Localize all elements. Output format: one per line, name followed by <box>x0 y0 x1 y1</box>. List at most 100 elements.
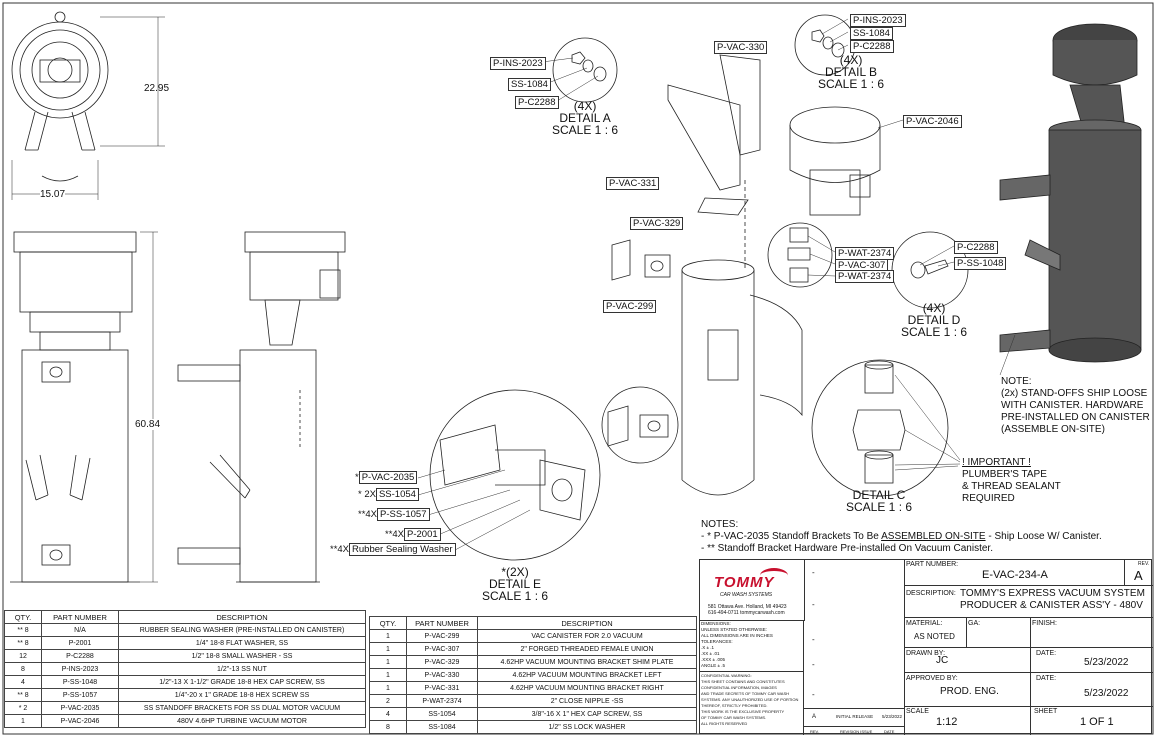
logo-swoosh-icon <box>760 568 788 583</box>
exploded-motor <box>789 106 881 216</box>
note-right: NOTE: (2x) STAND-OFFS SHIP LOOSE WITH CA… <box>1001 376 1150 436</box>
bom-cell: 4.62HP VACUUM MOUNTING BRACKET LEFT <box>477 668 697 682</box>
finish-label: FINISH: <box>1032 620 1057 627</box>
part-number-label: PART NUMBER: <box>906 561 959 568</box>
important-line: PLUMBER'S TAPE <box>962 469 1047 480</box>
bom-cell: * 2 <box>4 701 42 715</box>
warning-line: CONFIDENTIAL INFORMATION, IMAGES <box>701 685 777 690</box>
rev-value: A <box>1134 568 1143 583</box>
notes-line-1: - * P-VAC-2035 Standoff Brackets To Be A… <box>701 531 1102 543</box>
notes-line-1-a: - * P-VAC-2035 Standoff Brackets To Be <box>701 531 882 542</box>
warning-line: OF TOMMY CAR WASH SYSTEMS. <box>701 715 767 720</box>
bom-header-row: QTY. PART NUMBER DESCRIPTION <box>4 610 366 624</box>
detail-e-scale: SCALE 1 : 6 <box>482 589 549 603</box>
bom-cell: 4 <box>4 675 42 689</box>
bom-cell: RUBBER SEALING WASHER (PRE-INSTALLED ON … <box>118 623 366 637</box>
bom-cell: 1/2"-13 SS NUT <box>118 662 366 676</box>
bom-header-row: QTY. PART NUMBER DESCRIPTION <box>369 616 697 630</box>
bom-cell: 1 <box>369 629 407 643</box>
callout-vac331: P-VAC-331 <box>606 177 660 190</box>
bom-cell: P-SS-1057 <box>41 688 119 702</box>
bom-header: PART NUMBER <box>406 616 478 630</box>
drawn-label: DRAWN BY: <box>906 650 946 657</box>
approved-by: PROD. ENG. <box>940 686 999 697</box>
detail-c-circle <box>811 359 949 497</box>
important-line: REQUIRED <box>962 493 1015 504</box>
exploded-canister <box>681 180 803 496</box>
callout-d-ss: P-SS-1048 <box>954 257 1007 270</box>
front-view <box>10 231 158 583</box>
tolerance-line: ANGLE ± .5 <box>701 663 725 668</box>
callout-prefix: **4X <box>330 544 350 555</box>
callout-vac330: P-VAC-330 <box>714 41 768 54</box>
rev-row-issue: INITIAL RELEASE <box>836 714 874 719</box>
bom-cell: 1 <box>4 714 42 728</box>
rev-row: A INITIAL RELEASE 5/23/2022 <box>804 708 904 727</box>
detail-c-label: DETAIL C SCALE 1 : 6 <box>846 489 912 513</box>
rev-dash: - <box>812 568 815 577</box>
bom-cell: P-SS-1048 <box>41 675 119 689</box>
callout-prefix: **4X <box>385 529 405 540</box>
scale-cell: SCALE 1:12 <box>904 706 1031 735</box>
detail-a-qty: (4X) <box>573 99 597 113</box>
bom-cell: 2 <box>369 694 407 708</box>
description-line: TOMMY'S EXPRESS VACUUM SYSTEM <box>960 588 1145 599</box>
material: AS NOTED <box>914 632 955 641</box>
part-number: E-VAC-234-A <box>982 569 1048 581</box>
part-number-cell: PART NUMBER: E-VAC-234-A <box>904 560 1125 586</box>
bom-cell: 2" CLOSE NIPPLE -SS <box>477 694 697 708</box>
side-view <box>177 231 346 583</box>
sheet-value: 1 OF 1 <box>1080 716 1114 728</box>
tolerance-line: DIMENSIONS: <box>701 621 731 626</box>
tolerance-line: ALL DIMENSIONS ARE IN INCHES <box>701 633 773 638</box>
bom-header: QTY. <box>369 616 407 630</box>
callout-a-c: P-C2288 <box>515 96 559 109</box>
detail-e-circle <box>429 389 601 561</box>
callout-vac299: P-VAC-299 <box>603 300 657 313</box>
description-text: TOMMY'S EXPRESS VACUUM SYSTEM PRODUCER &… <box>960 588 1145 612</box>
drawn-date: 5/23/2022 <box>1084 657 1129 668</box>
detail-d-title: DETAIL D <box>907 313 961 327</box>
rev-cell: REV. A <box>1124 560 1153 586</box>
bom-cell: P-VAC-307 <box>406 642 478 656</box>
detail-d-scale: SCALE 1 : 6 <box>901 325 968 339</box>
bom-cell: 12 <box>4 649 42 663</box>
detail-small-parts <box>787 227 811 283</box>
bom-cell: P-VAC-331 <box>406 681 478 695</box>
bom-cell: P-VAC-299 <box>406 629 478 643</box>
callout-vac329: P-VAC-329 <box>630 217 684 230</box>
bom-cell: 1 <box>369 655 407 669</box>
ga-cell: GA: <box>966 617 1031 648</box>
rev-dash: - <box>812 600 815 609</box>
general-notes: NOTES: - * P-VAC-2035 Standoff Brackets … <box>701 519 1102 555</box>
detail-d-label: (4X) DETAIL D SCALE 1 : 6 <box>901 302 967 338</box>
tolerance-line: .XX ± .01 <box>701 651 720 656</box>
callout-prefix: * 2X <box>358 489 376 500</box>
bom-cell: 1 <box>369 668 407 682</box>
detail-b-scale: SCALE 1 : 6 <box>818 77 885 91</box>
company-address: 581 Ottawa Ave. Holland, MI 49423 <box>708 604 787 610</box>
tolerance-line: .XXX ± .005 <box>701 657 725 662</box>
title-block: TOMMY CAR WASH SYSTEMS 581 Ottawa Ave. H… <box>699 559 1153 735</box>
bom-cell: SS-1054 <box>406 707 478 721</box>
warning-line: THIS SHEET CONTAINS AND CONSTITUTES <box>701 679 785 684</box>
bom-cell: VAC CANISTER FOR 2.0 VACUUM <box>477 629 697 643</box>
detail-e-title: DETAIL E <box>489 577 542 591</box>
detail-a-title: DETAIL A <box>559 111 611 125</box>
important-title: ! IMPORTANT ! <box>962 457 1031 468</box>
detail-small-circle <box>767 222 833 288</box>
warning-line: AND TRADE SECRETS OF TOMMY CAR WASH <box>701 691 790 696</box>
rev-header: DATE <box>884 729 895 734</box>
callout-prefix: * <box>355 472 359 483</box>
detail-d-qty: (4X) <box>922 301 946 315</box>
logo-area: TOMMY CAR WASH SYSTEMS 581 Ottawa Ave. H… <box>700 560 805 621</box>
description-cell: DESCRIPTION: TOMMY'S EXPRESS VACUUM SYST… <box>904 585 1153 618</box>
